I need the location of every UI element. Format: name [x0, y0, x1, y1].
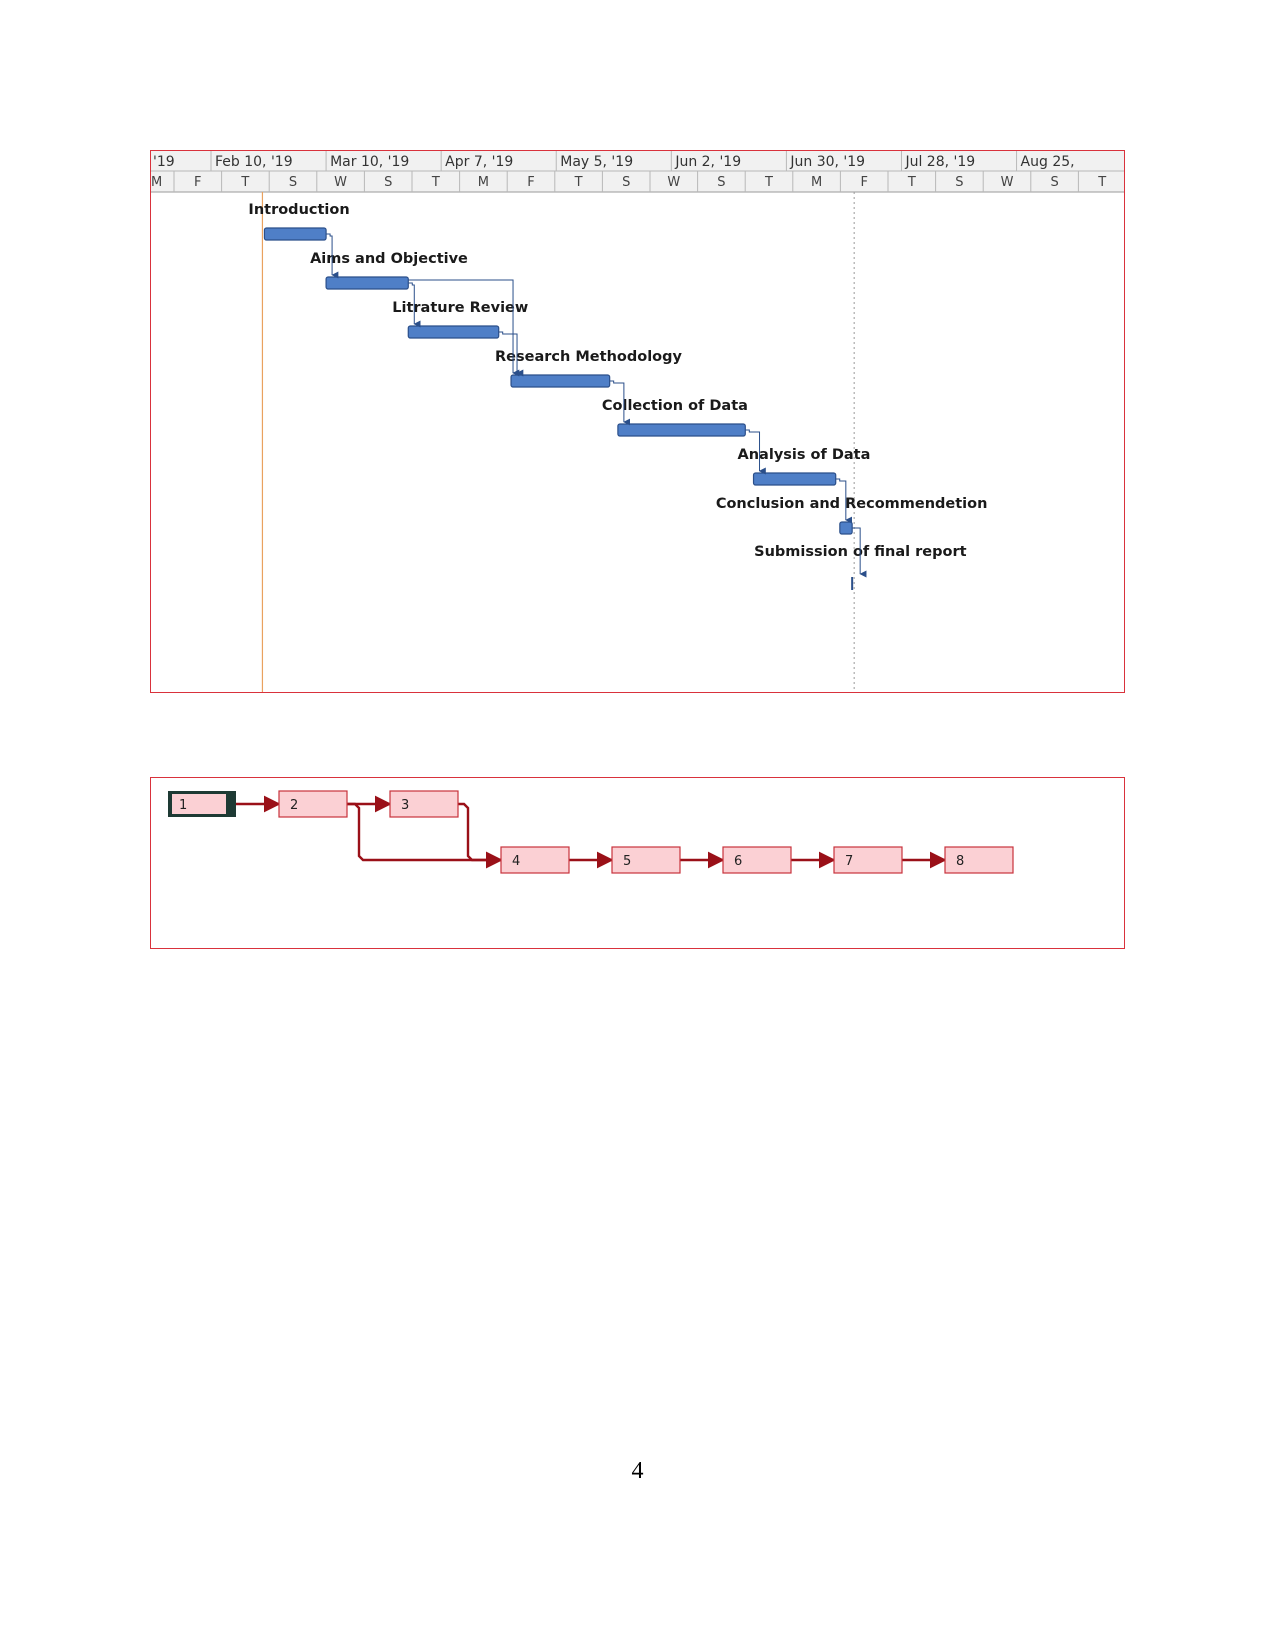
- timescale-day-label: T: [240, 175, 249, 190]
- timescale-day-label: M: [151, 175, 162, 190]
- task-label: Aims and Objective: [310, 251, 468, 267]
- task-label: Research Methodology: [495, 349, 682, 365]
- timescale-day-label: M: [811, 175, 822, 190]
- timescale-top-label: Feb 10, '19: [215, 154, 293, 170]
- timescale-top-label: Jun 2, '19: [674, 154, 741, 170]
- network-node-box: [389, 790, 459, 818]
- timescale-top-label: Apr 7, '19: [445, 154, 513, 170]
- timescale-day-label: T: [431, 175, 440, 190]
- task-label: Litrature Review: [392, 300, 528, 316]
- network-node-box: [278, 790, 348, 818]
- task-bar[interactable]: [510, 374, 611, 388]
- network-diagram: 1 2 3 4 5 6 7 8: [150, 777, 1125, 949]
- timescale-top-label: '19: [153, 154, 175, 170]
- dependency-link: [326, 233, 339, 279]
- network-node-label: 3: [401, 798, 409, 813]
- page-number: 4: [631, 1458, 644, 1484]
- network-diagram-canvas: 1 2 3 4 5 6 7 8: [168, 790, 1014, 874]
- timescale-day-label: F: [860, 175, 867, 190]
- timescale-top-label: Mar 10, '19: [330, 154, 409, 170]
- network-node-5[interactable]: 5: [611, 846, 681, 874]
- dependency-link: [835, 478, 853, 524]
- network-node-4[interactable]: 4: [500, 846, 570, 874]
- network-node-7[interactable]: 7: [833, 846, 903, 874]
- dependency-link: [408, 279, 520, 377]
- timescale-day-label: M: [478, 175, 489, 190]
- network-node-label: 8: [956, 854, 964, 869]
- task-label: Introduction: [248, 202, 349, 218]
- network-link: [347, 802, 503, 869]
- timescale-day-label: W: [334, 175, 347, 190]
- dependency-link: [498, 331, 524, 377]
- gantt-chart: '19 Feb 10, '19 Mar 10, '19 Apr 7, '19 May 5…: [150, 150, 1125, 693]
- network-node-box: [833, 846, 903, 874]
- timescale-day-label: S: [622, 175, 630, 190]
- timescale-top-label: Aug 25,: [1021, 154, 1075, 170]
- task-bar[interactable]: [407, 325, 500, 339]
- dependency-link: [852, 527, 867, 578]
- timescale-day-label: S: [289, 175, 297, 190]
- network-node-label: 4: [512, 854, 520, 869]
- network-node-6[interactable]: 6: [722, 846, 792, 874]
- timescale-day-label: F: [194, 175, 201, 190]
- network-node-2[interactable]: 2: [278, 790, 348, 818]
- timescale-top-label: Jun 30, '19: [789, 154, 865, 170]
- network-node-box: [611, 846, 681, 874]
- timescale-day-label: T: [1097, 175, 1106, 190]
- timescale-day-label: S: [955, 175, 963, 190]
- task-bar[interactable]: [617, 423, 746, 437]
- task-label: Analysis of Data: [738, 447, 871, 463]
- timescale-day-label: T: [907, 175, 916, 190]
- network-node-1[interactable]: 1: [168, 791, 236, 817]
- network-node-label: 2: [290, 798, 298, 813]
- network-node-3[interactable]: 3: [389, 790, 459, 818]
- task-bar[interactable]: [839, 521, 853, 535]
- task-label: Conclusion and Recommendetion: [716, 496, 988, 512]
- task-bar[interactable]: [263, 227, 327, 241]
- timescale-day-label: S: [384, 175, 392, 190]
- gantt-chart-canvas: '19 Feb 10, '19 Mar 10, '19 Apr 7, '19 May 5…: [151, 151, 1124, 692]
- timescale-day-label: T: [764, 175, 773, 190]
- task-label: Collection of Data: [602, 398, 748, 414]
- network-node-label: 6: [734, 854, 742, 869]
- timescale-top-label: Jul 28, '19: [904, 154, 975, 170]
- timescale-top-label: May 5, '19: [560, 154, 633, 170]
- timescale-day-label: F: [527, 175, 534, 190]
- task-bar[interactable]: [325, 276, 409, 290]
- network-node-box: [172, 794, 226, 814]
- dependency-link: [609, 380, 631, 426]
- network-node-box: [722, 846, 792, 874]
- timescale-day-label: S: [1050, 175, 1058, 190]
- timescale-day-label: T: [574, 175, 583, 190]
- network-node-label: 5: [623, 854, 631, 869]
- network-node-box: [944, 846, 1014, 874]
- network-node-box: [500, 846, 570, 874]
- dependency-link: [745, 429, 766, 475]
- task-bar[interactable]: [851, 577, 854, 590]
- timescale-day-label: W: [1001, 175, 1014, 190]
- network-node-8[interactable]: 8: [944, 846, 1014, 874]
- timescale-day-label: W: [667, 175, 680, 190]
- task-bar[interactable]: [752, 472, 837, 486]
- network-link: [458, 802, 503, 869]
- network-node-label: 1: [179, 798, 187, 813]
- dependency-link: [408, 282, 421, 328]
- timescale-day-label: S: [717, 175, 725, 190]
- network-node-label: 7: [845, 854, 853, 869]
